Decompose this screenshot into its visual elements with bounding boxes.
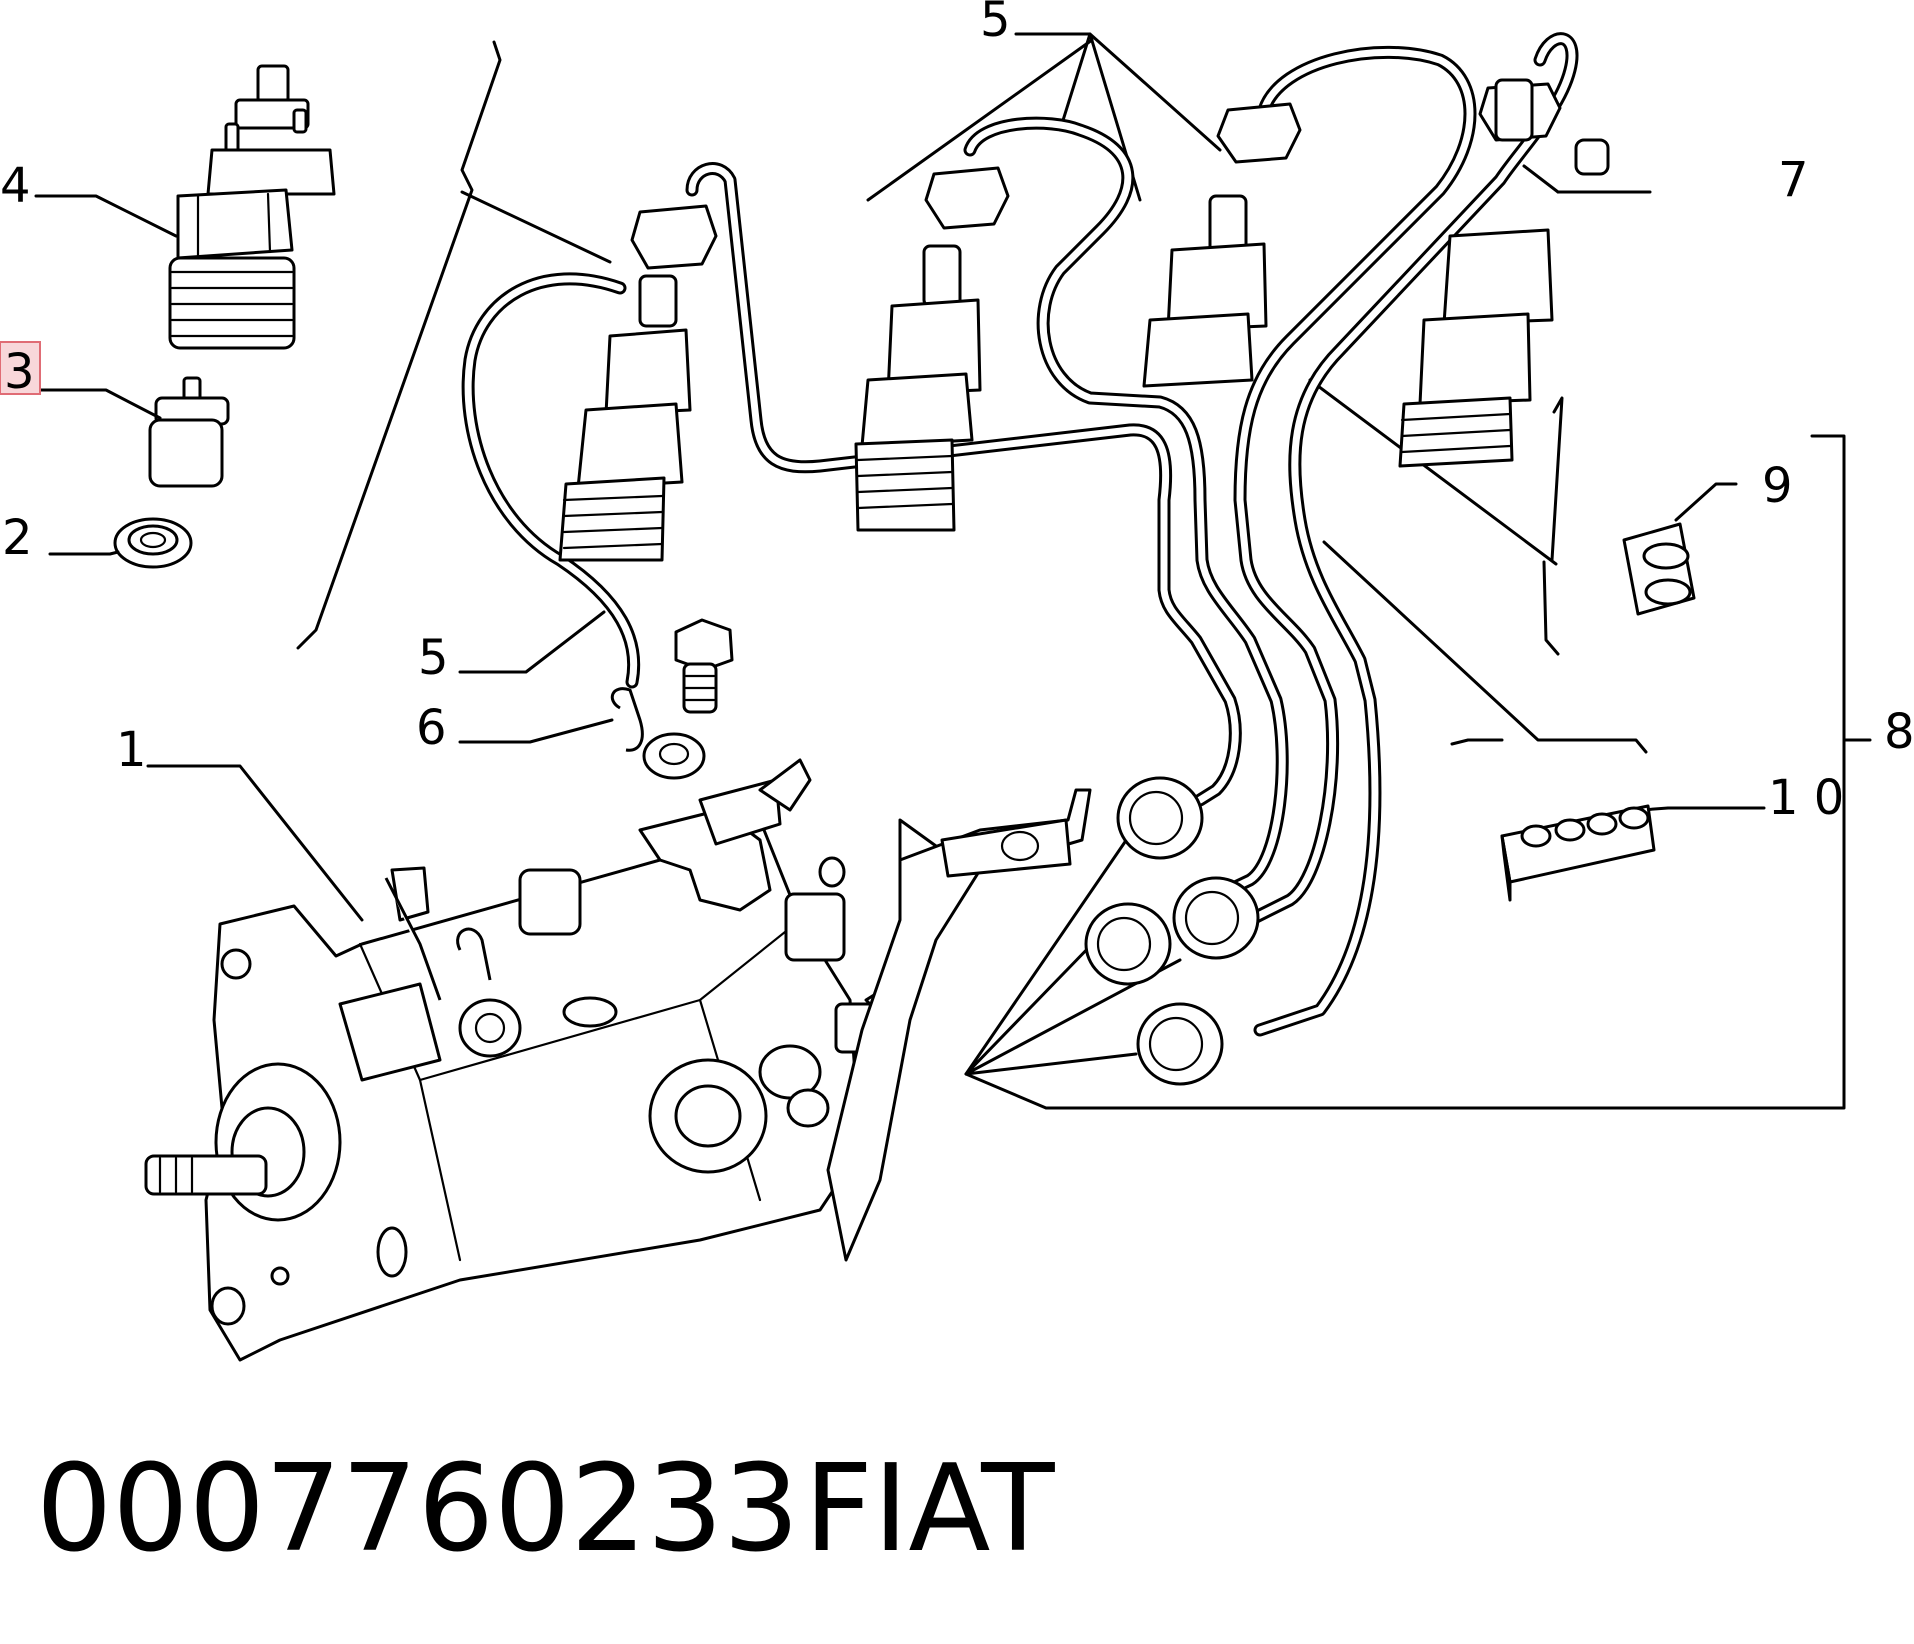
bracket-part-8 xyxy=(964,434,1872,1110)
injector-holder-part-4[interactable] xyxy=(168,64,336,350)
part-number: 0007760233 xyxy=(36,1440,799,1579)
callout-leaders xyxy=(34,32,1766,922)
callout-5-top: 5 xyxy=(980,0,1011,48)
footer: 0007760233 FIAT xyxy=(36,1440,1055,1579)
callout-7: 7 xyxy=(1778,152,1809,208)
banjo-bolt-part-6[interactable] xyxy=(610,618,734,780)
pipe-nuts[interactable] xyxy=(630,82,1562,1086)
callout-3-highlight xyxy=(0,341,41,395)
callout-10: 1 0 xyxy=(1768,770,1844,826)
sealing-washer-part-2[interactable] xyxy=(113,517,193,569)
callout-9: 9 xyxy=(1762,458,1793,514)
brand-name: FIAT xyxy=(804,1440,1055,1579)
callout-2: 2 xyxy=(2,510,33,566)
cap-part-7[interactable] xyxy=(1574,138,1610,176)
callout-8: 8 xyxy=(1884,704,1914,760)
installed-injectors xyxy=(558,78,1554,562)
injector-nozzle-part-3[interactable] xyxy=(148,376,230,488)
injection-pump-part-1[interactable] xyxy=(144,758,1092,1362)
callout-6: 6 xyxy=(416,700,447,756)
callout-4: 4 xyxy=(0,158,31,214)
callout-3: 3 xyxy=(4,344,35,400)
callout-1: 1 xyxy=(116,722,147,778)
clamp-block-part-10[interactable] xyxy=(1500,804,1656,902)
section-lines xyxy=(296,40,1648,754)
callout-labels: 1 2 3 4 5 5 6 7 8 9 1 0 xyxy=(0,0,1914,826)
pipe-clip-part-9[interactable] xyxy=(1622,522,1696,616)
callout-5-mid: 5 xyxy=(418,630,449,686)
injection-pipes-part-5[interactable] xyxy=(461,32,1579,1037)
